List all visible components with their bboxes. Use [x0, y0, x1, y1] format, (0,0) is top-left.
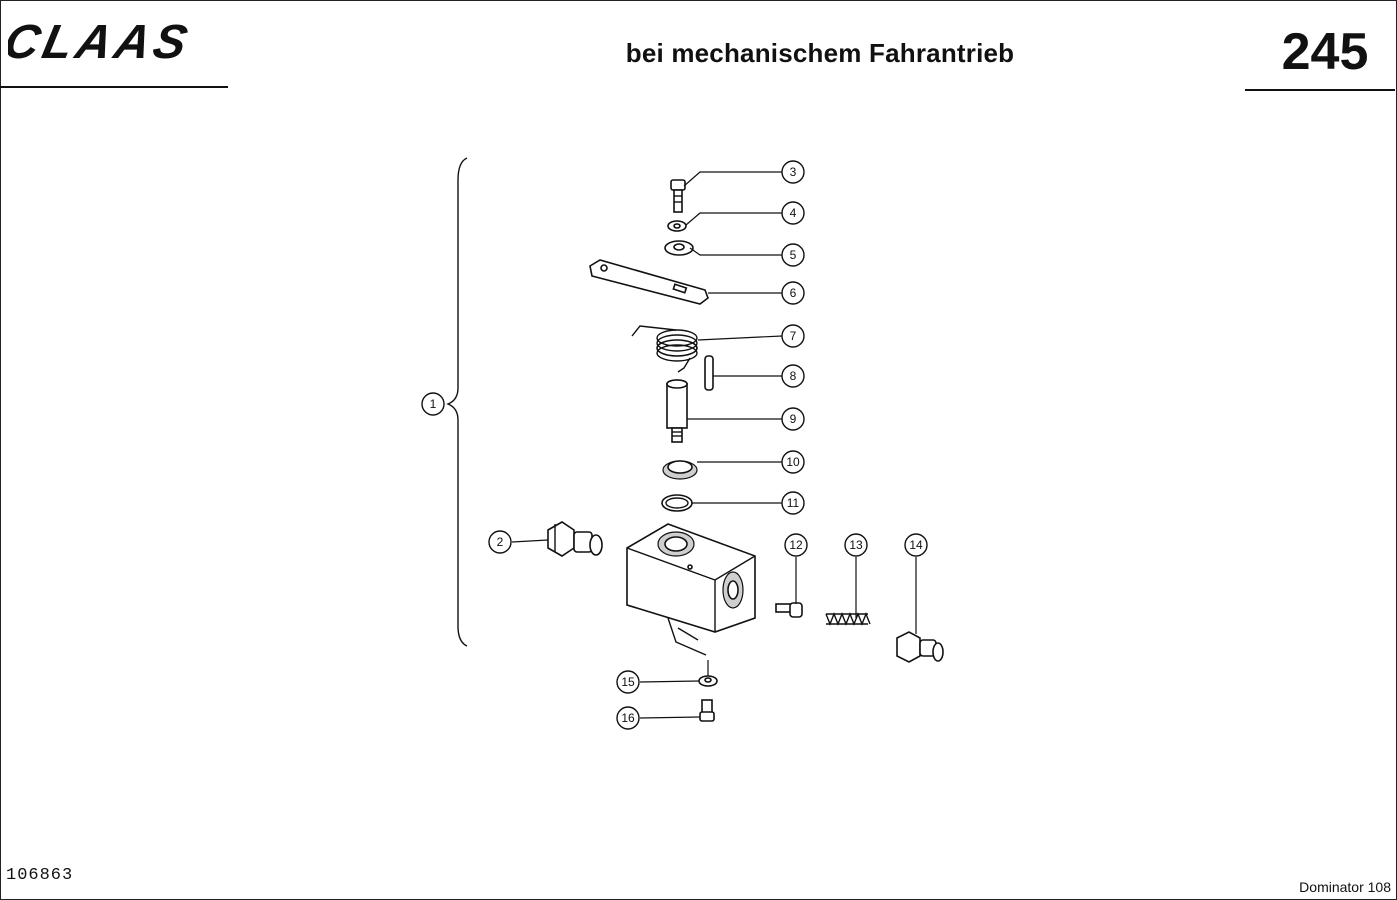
callout-8-label: 8	[790, 369, 797, 383]
callout-4-label: 4	[790, 206, 797, 220]
callout-14: 14	[904, 533, 928, 557]
part-3-screw	[670, 179, 686, 213]
callout-6-label: 6	[790, 286, 797, 300]
part-7-spring	[631, 325, 698, 373]
logo-underline	[0, 86, 228, 88]
part-6-lever	[589, 259, 709, 305]
callout-16-label: 16	[621, 711, 635, 725]
part-12-plunger	[775, 602, 803, 618]
callout-1-label: 1	[430, 397, 437, 411]
part-10-seal	[662, 460, 698, 480]
part-8-pin	[704, 355, 714, 391]
callout-11-label: 11	[787, 496, 800, 510]
callout-12-label: 12	[789, 538, 803, 552]
assembly-bracket	[446, 157, 468, 647]
page-number: 245	[1281, 23, 1369, 81]
callout-2-label: 2	[497, 535, 504, 549]
callout-3-label: 3	[790, 165, 797, 179]
part-16-screw	[699, 699, 715, 722]
part-5-washer	[664, 240, 694, 256]
callout-10-label: 10	[786, 455, 800, 469]
callout-5-label: 5	[790, 248, 797, 262]
callout-15-label: 15	[621, 675, 635, 689]
callout-9: 9	[781, 407, 805, 431]
callout-7-label: 7	[790, 329, 797, 343]
callout-11: 11	[781, 491, 805, 515]
callout-9-label: 9	[790, 412, 797, 426]
svg-text:CLAAS: CLAAS	[8, 18, 196, 64]
part-4-washer	[667, 220, 687, 232]
claas-logo: CLAAS	[8, 18, 196, 64]
callout-1: 1	[421, 392, 445, 416]
callout-12: 12	[784, 533, 808, 557]
part-11-oring	[661, 494, 693, 512]
part-15-washer	[698, 675, 718, 687]
part-9-shaft	[666, 379, 688, 443]
callout-14-label: 14	[909, 538, 923, 552]
callout-15: 15	[616, 670, 640, 694]
callout-13-label: 13	[849, 538, 863, 552]
part-13-spring	[825, 612, 871, 626]
callout-16: 16	[616, 706, 640, 730]
callout-3: 3	[781, 160, 805, 184]
drawing-number: 106863	[6, 866, 74, 885]
callout-10: 10	[781, 450, 805, 474]
callout-2: 2	[488, 530, 512, 554]
callout-8: 8	[781, 364, 805, 388]
callout-7: 7	[781, 324, 805, 348]
callout-4: 4	[781, 201, 805, 225]
page-title: bei mechanischem Fahrantrieb	[625, 38, 1015, 68]
callout-13: 13	[844, 533, 868, 557]
page-number-underline	[1245, 89, 1395, 91]
leader-lines	[511, 171, 917, 719]
valve-housing	[626, 523, 756, 656]
model-name: Dominator 108	[1299, 879, 1391, 895]
part-14-fitting	[896, 631, 944, 663]
part-2-fitting	[547, 521, 603, 557]
callout-5: 5	[781, 243, 805, 267]
callout-6: 6	[781, 281, 805, 305]
